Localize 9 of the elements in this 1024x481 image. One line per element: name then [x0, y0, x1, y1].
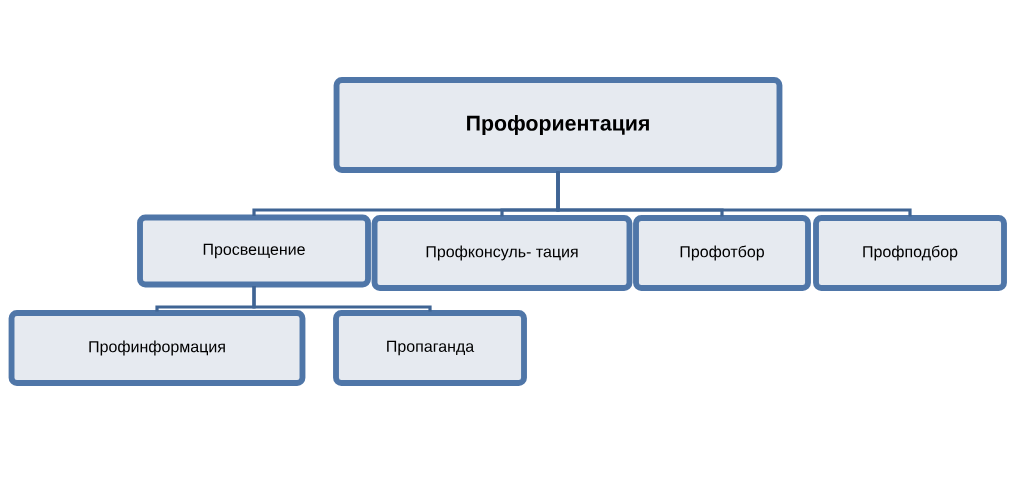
process-box: Профотбор [633, 215, 811, 291]
process-box: Пропаганда [333, 310, 527, 386]
connector-line [556, 171, 912, 217]
process-box: Профинформация [8, 310, 306, 386]
process-box: Профподбор [813, 215, 1007, 291]
process-box: Профконсуль- тация [371, 215, 633, 291]
process-box: Профориентация [333, 77, 783, 173]
process-box: Просвещение [137, 214, 371, 288]
connector-line [252, 285, 432, 312]
